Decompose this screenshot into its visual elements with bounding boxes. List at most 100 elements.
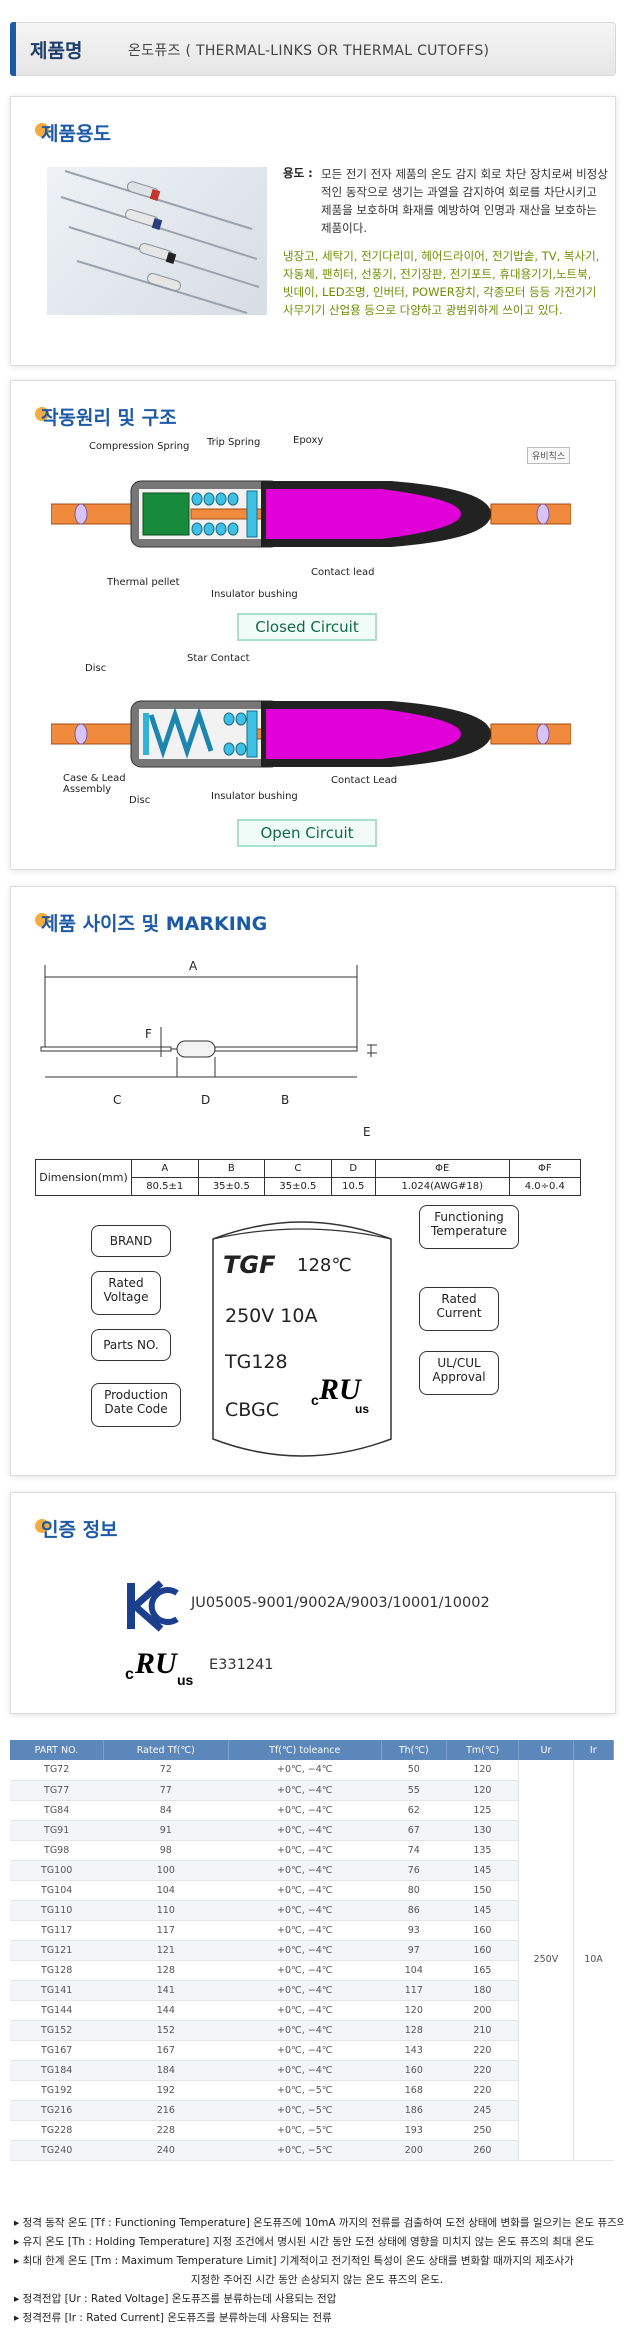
- spec-cell: 55: [381, 1780, 447, 1801]
- spec-cell: TG77: [10, 1780, 104, 1801]
- spec-cell: 98: [103, 1840, 229, 1861]
- spec-cell: 220: [446, 2040, 519, 2061]
- label-insulator-bushing-open: Insulator bushing: [211, 791, 298, 802]
- spec-cell: 117: [381, 1980, 447, 2001]
- spec-header: PART NO.: [10, 1740, 104, 1760]
- spec-cell: TG104: [10, 1880, 104, 1901]
- spec-cell: 184: [103, 2060, 229, 2081]
- spec-cell: TG152: [10, 2020, 104, 2041]
- principle-panel: 작동원리 및 구조 유비칙스 Compression Spring Trip S…: [10, 380, 616, 870]
- label-contact-lead: Contact lead: [311, 567, 375, 578]
- spec-cell: +0℃, −4℃: [228, 1780, 382, 1801]
- spec-cell: 74: [381, 1840, 447, 1861]
- dimension-row-label: Dimension(mm): [35, 1159, 132, 1196]
- ul-cert-number: E331241: [209, 1657, 274, 1673]
- product-photo: [47, 167, 267, 315]
- spec-cell: 220: [446, 2080, 519, 2101]
- spec-cell: TG117: [10, 1920, 104, 1941]
- svg-text:c: c: [125, 1666, 134, 1683]
- spec-cell: +0℃, −4℃: [228, 1920, 382, 1941]
- label-thermal-pellet: Thermal pellet: [107, 577, 180, 588]
- spec-cell: TG144: [10, 2000, 104, 2021]
- spec-cell: 192: [103, 2080, 229, 2101]
- spec-cell: +0℃, −5℃: [228, 2100, 382, 2121]
- dim-header: C: [264, 1159, 332, 1178]
- spec-cell: 62: [381, 1800, 447, 1821]
- spec-cell: 67: [381, 1820, 447, 1841]
- spec-cell: 165: [446, 1960, 519, 1981]
- spec-cell: 200: [381, 2140, 447, 2161]
- spec-table: PART NO. Rated Tf(℃) Tf(℃) toleance Th(℃…: [10, 1740, 615, 2161]
- dimension-table: Dimension(mm) A B C D ΦE ΦF 80.5±1 35±0.…: [35, 1159, 582, 1196]
- spec-header: Tm(℃): [446, 1740, 520, 1760]
- header-box: [10, 22, 616, 76]
- page-header: 제품명 온도퓨즈 ( THERMAL-LINKS OR THERMAL CUTO…: [0, 0, 624, 84]
- spec-cell: 100: [103, 1860, 229, 1881]
- header-accent-bar: [10, 22, 16, 76]
- spec-cell: 84: [103, 1800, 229, 1821]
- size-panel: 제품 사이즈 및 MARKING A F C D B E Dimension(m…: [10, 886, 616, 1476]
- spec-cell: +0℃, −4℃: [228, 2060, 382, 2081]
- label-disc-top: Disc: [85, 663, 107, 674]
- spec-cell: TG91: [10, 1820, 104, 1841]
- spec-cell: TG192: [10, 2080, 104, 2101]
- spec-cell: 216: [103, 2100, 229, 2121]
- spec-cell: 97: [381, 1940, 447, 1961]
- ul-mark-icon: c RU us: [311, 1373, 369, 1416]
- spec-cell: 167: [103, 2040, 229, 2061]
- spec-cell: TG128: [10, 1960, 104, 1981]
- spec-cell: TG98: [10, 1840, 104, 1861]
- note-line: ▸ 최대 한계 온도 [Tm : Maximum Temperature Lim…: [14, 2255, 574, 2267]
- spec-cell: 80: [381, 1880, 447, 1901]
- svg-text:c: c: [311, 1392, 319, 1408]
- spec-cell: 120: [381, 2000, 447, 2021]
- spec-cell: 144: [103, 2000, 229, 2021]
- dim-C: C: [113, 1093, 122, 1107]
- spec-header: Rated Tf(℃): [103, 1740, 229, 1760]
- dim-value: 1.024(AWG#18): [374, 1177, 510, 1196]
- label-insulator-bushing: Insulator bushing: [211, 589, 298, 600]
- spec-cell: 121: [103, 1940, 229, 1961]
- kc-mark-icon: [127, 1580, 179, 1632]
- spec-cell: +0℃, −4℃: [228, 1880, 382, 1901]
- marking-part: TG128: [225, 1351, 288, 1373]
- dim-value: 4.0÷0.4: [508, 1177, 582, 1196]
- spec-cell: 186: [381, 2100, 447, 2121]
- label-epoxy: Epoxy: [293, 435, 324, 446]
- spec-cell: 128: [103, 1960, 229, 1981]
- spec-cell: 145: [446, 1900, 519, 1921]
- spec-cell: 250: [446, 2120, 519, 2141]
- dim-value: 35±0.5: [197, 1177, 266, 1196]
- dimension-drawing: [40, 965, 377, 1078]
- section-dot-icon: [35, 1519, 49, 1533]
- dim-header: ΦF: [508, 1159, 582, 1178]
- spec-cell: +0℃, −4℃: [228, 1860, 382, 1881]
- ul-logo-icon: c RU us: [125, 1647, 194, 1687]
- label-star-contact: Star Contact: [187, 653, 250, 664]
- dim-header: ΦE: [374, 1159, 510, 1178]
- spec-cell: 193: [381, 2120, 447, 2141]
- open-circuit-label: Open Circuit: [237, 819, 377, 847]
- spec-cell: 200: [446, 2000, 519, 2021]
- marking-cylinder: [212, 1221, 392, 1457]
- spec-cell: +0℃, −4℃: [228, 2020, 382, 2041]
- product-name-label: 제품명: [30, 40, 83, 62]
- spec-cell: 110: [103, 1900, 229, 1921]
- section-dot-icon: [35, 407, 49, 421]
- spec-ur: 250V: [518, 1760, 574, 2161]
- spec-cell: TG100: [10, 1860, 104, 1881]
- spec-cell: TG216: [10, 2100, 104, 2121]
- marking-brand: TGF: [223, 1251, 276, 1279]
- spec-cell: +0℃, −4℃: [228, 2040, 382, 2061]
- callout-production: Production Date Code: [91, 1383, 181, 1427]
- spec-cell: TG228: [10, 2120, 104, 2141]
- applications-text: 냉장고, 세탁기, 전기다리미, 헤어드라이어, 전기밥솥, TV, 복사기, …: [283, 249, 600, 317]
